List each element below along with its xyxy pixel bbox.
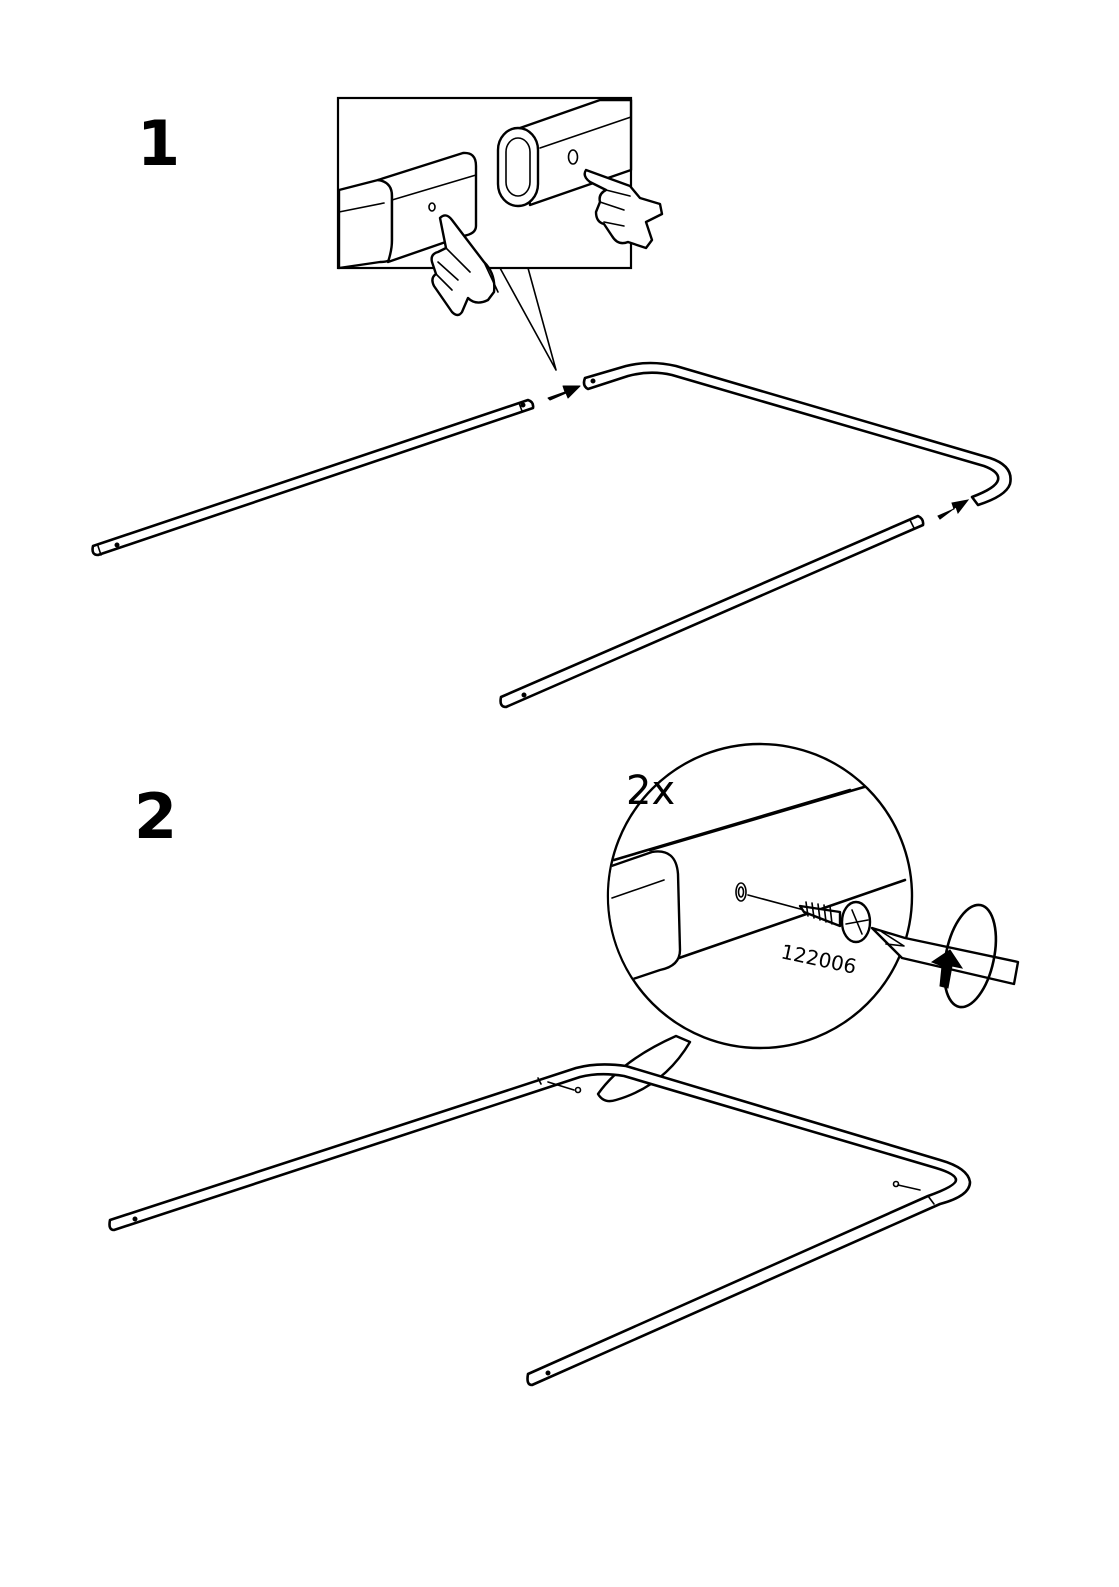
callout-pointer — [500, 268, 556, 370]
quantity-label: 2x — [626, 768, 675, 814]
step-1-illustration — [93, 98, 1011, 707]
insert-arrow-2-icon — [938, 500, 968, 519]
insert-arrow-1-icon — [548, 386, 580, 400]
step-1-detail-inset — [338, 98, 662, 370]
step-1-u-rod — [584, 363, 1011, 505]
step-1-right-rod — [501, 516, 924, 707]
step-1-left-rod — [93, 400, 534, 555]
step-2-assembled-frame — [110, 1064, 971, 1385]
step-2-illustration: 2x 122006 — [110, 744, 1019, 1385]
